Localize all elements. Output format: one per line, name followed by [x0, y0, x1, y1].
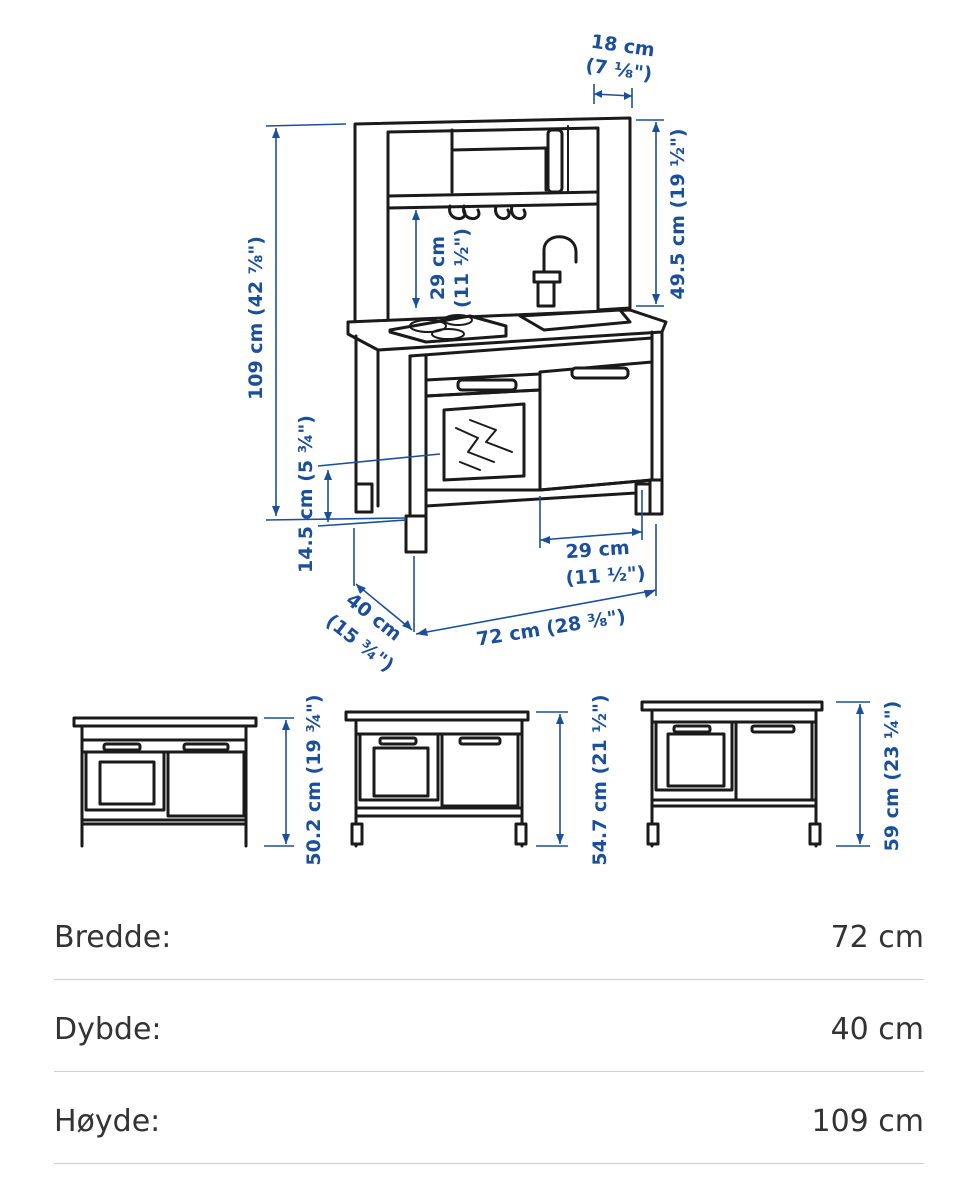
dimension-specs: Bredde: 72 cm Dybde: 40 cm Høyde: 109 cm: [54, 888, 924, 1164]
spec-row-width: Bredde: 72 cm: [54, 888, 924, 980]
dim-label: 49.5 cm (19 ½"): [667, 128, 689, 299]
sink: [518, 308, 632, 332]
dimension-diagram: 18 cm (7 ⅛") 49.5 cm (19 ½") 29 cm (11 ½…: [72, 31, 903, 866]
dim-label: 50.2 cm (19 ¾"): [303, 694, 325, 865]
dim-label: 109 cm (42 ⅞"): [245, 236, 267, 400]
small-view-3: 59 cm (23 ¼"): [640, 700, 903, 852]
dim-depth: 40 cm (15 ¾"): [321, 528, 415, 677]
spec-label: Bredde:: [54, 920, 172, 955]
small-view-2: 54.7 cm (21 ½"): [344, 694, 611, 866]
dim-label: 14.5 cm (5 ¾"): [295, 415, 317, 573]
dim-label: 59 cm (23 ¼"): [881, 701, 903, 852]
leg: [634, 482, 652, 516]
spec-label: Dybde:: [54, 1012, 162, 1047]
small-view-1: 50.2 cm (19 ¾"): [72, 694, 325, 866]
dim-label: 54.7 cm (21 ½"): [589, 694, 611, 865]
dim-door-width: 29 cm (11 ½"): [539, 490, 646, 590]
oven-handle: [456, 378, 518, 392]
dim-label: 29 cm: [427, 236, 449, 300]
dim-label: (11 ½"): [565, 562, 646, 590]
dim-label: (11 ½"): [451, 228, 473, 308]
leg: [354, 482, 374, 514]
dim-label: 72 cm (28 ⅜"): [475, 605, 627, 650]
leg: [404, 514, 428, 554]
faucet-base: [536, 280, 556, 308]
dim-top-depth: 18 cm (7 ⅛"): [584, 31, 656, 108]
kitchen-drawing: [346, 116, 668, 554]
door-handle: [570, 366, 630, 380]
spec-label: Høyde:: [54, 1104, 161, 1139]
dim-upper-height: 49.5 cm (19 ½"): [636, 119, 689, 307]
dim-total-height: 109 cm (42 ⅞"): [245, 123, 407, 521]
dim-hook-clearance: 29 cm (11 ½"): [412, 210, 473, 308]
upper-handle: [546, 128, 564, 194]
spec-value: 72 cm: [830, 920, 924, 955]
dim-label: 29 cm: [565, 537, 631, 563]
spec-value: 40 cm: [830, 1012, 924, 1047]
leg: [648, 478, 664, 516]
dim-base-height: 14.5 cm (5 ¾"): [295, 415, 441, 573]
spec-row-height: Høyde: 109 cm: [54, 1072, 924, 1164]
spec-row-depth: Dybde: 40 cm: [54, 980, 924, 1072]
spec-value: 109 cm: [811, 1104, 924, 1139]
